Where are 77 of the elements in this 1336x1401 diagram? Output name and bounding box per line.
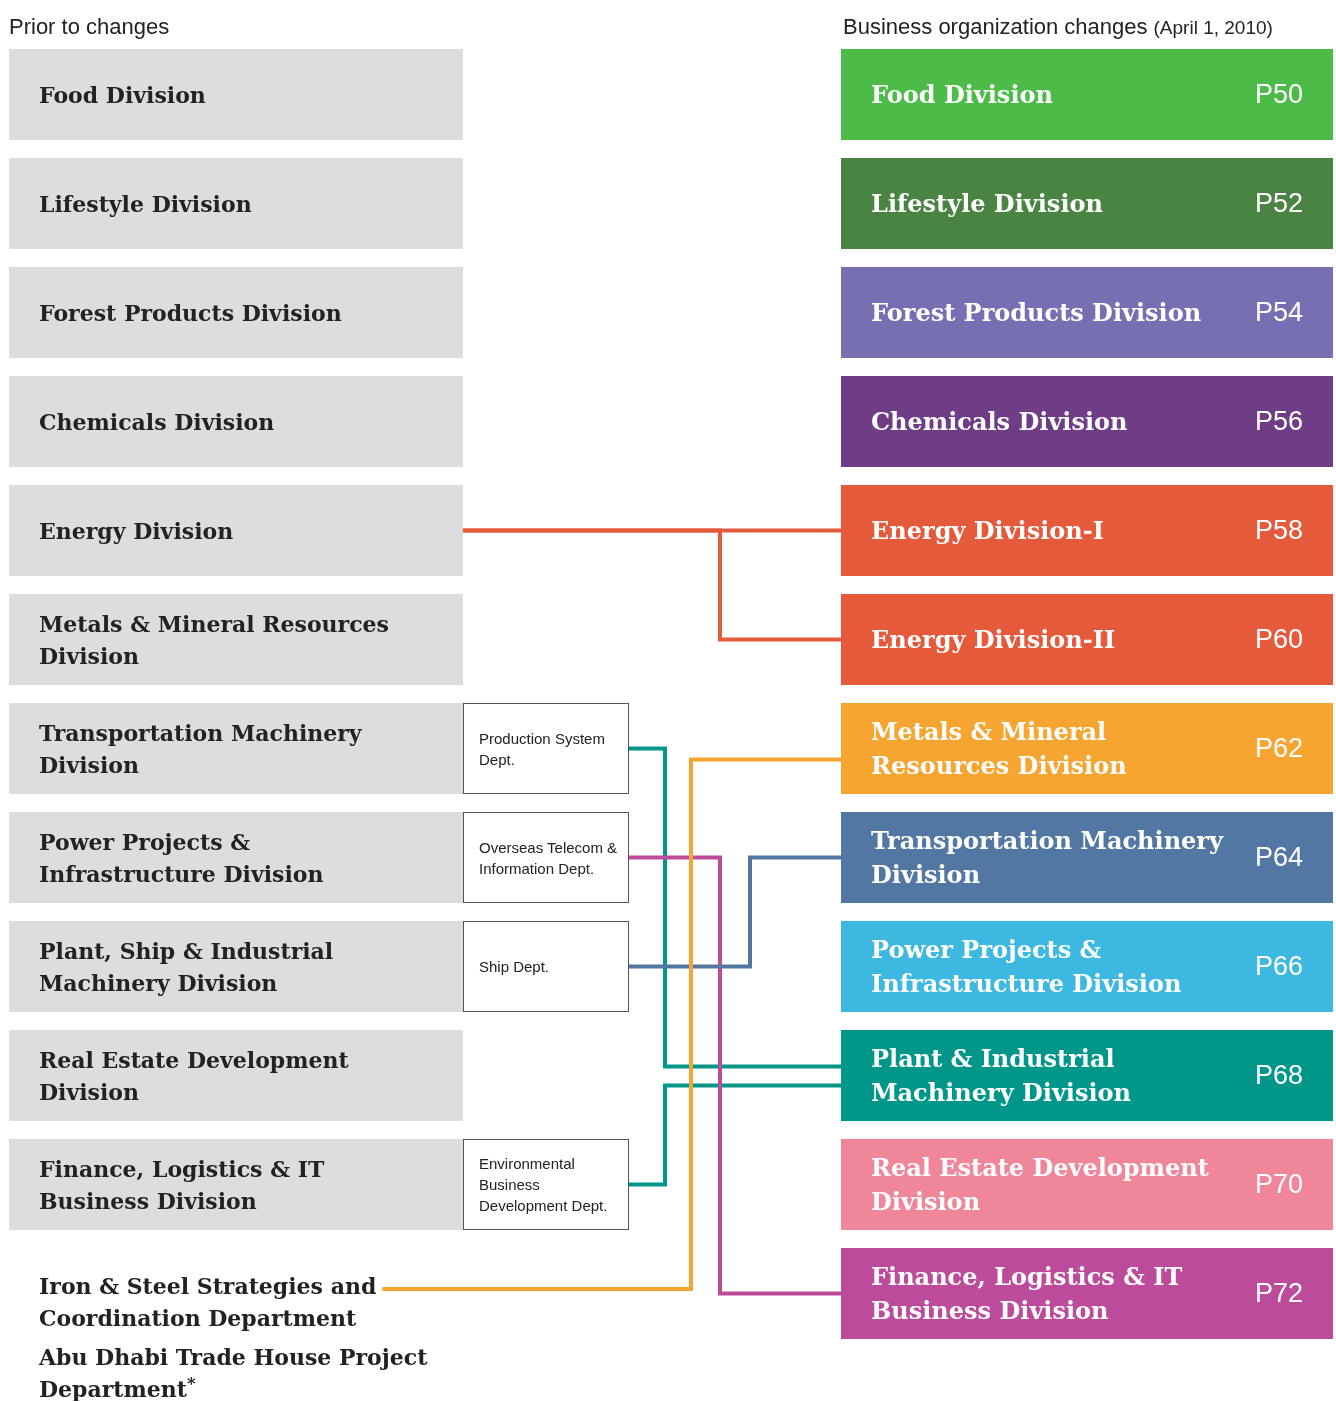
department-name: Production System Dept.: [479, 728, 606, 770]
connector-line: [382, 757, 841, 1291]
division-name: Lifestyle Division: [39, 189, 252, 219]
division-name: Energy Division-II: [871, 623, 1116, 656]
page-number: P52: [1254, 187, 1303, 221]
division-name: Power Projects & Infrastructure Division: [39, 827, 325, 889]
division-box: [9, 158, 463, 249]
division-box: [841, 267, 1333, 358]
division-name: Lifestyle Division: [871, 187, 1103, 220]
connector-line: [463, 528, 841, 642]
department-box: [463, 703, 629, 794]
division-name: Power Projects & Infrastructure Division: [871, 933, 1183, 1000]
department-name: Overseas Telecom & Information Dept.: [479, 837, 619, 879]
division-box: [9, 267, 463, 358]
page-number: P58: [1254, 514, 1303, 548]
division-box: [841, 594, 1333, 685]
division-name: Finance, Logistics & IT Business Division: [871, 1260, 1184, 1327]
division-name: Chemicals Division: [39, 407, 275, 437]
division-box: [9, 812, 463, 903]
division-name: Metals & Mineral Resources Division: [39, 609, 390, 671]
division-box: [841, 703, 1333, 794]
division-name: Food Division: [871, 78, 1053, 111]
division-box: [841, 49, 1333, 140]
division-name: Plant & Industrial Machinery Division: [871, 1042, 1133, 1109]
department-box: [463, 921, 629, 1012]
division-box: [9, 1139, 463, 1230]
division-name: Real Estate Development Division: [39, 1045, 350, 1107]
date-note: (April 1, 2010): [1153, 16, 1273, 40]
division-name: Forest Products Division: [871, 296, 1202, 329]
page-number: P64: [1254, 841, 1303, 875]
division-box: [9, 1030, 463, 1121]
division-name: Finance, Logistics & IT Business Division: [39, 1154, 326, 1216]
division-box: [841, 158, 1333, 249]
division-name: Plant, Ship & Industrial Machinery Division: [39, 936, 335, 998]
connector-line: [629, 855, 841, 1296]
division-box: [841, 376, 1333, 467]
page-number: P56: [1254, 405, 1303, 439]
division-name: Transportation Machinery Division: [871, 824, 1225, 891]
division-box: [9, 485, 463, 576]
division-name: Energy Division-I: [871, 514, 1104, 547]
division-box: [9, 376, 463, 467]
division-box: [841, 1248, 1333, 1339]
page-number: P68: [1254, 1059, 1303, 1093]
department-name: Iron & Steel Strategies and Coordination Department: [39, 1270, 409, 1334]
division-name: Forest Products Division: [39, 298, 342, 328]
division-box: [9, 594, 463, 685]
connector-line: [629, 855, 841, 969]
division-name: Transportation Machinery Division: [39, 718, 363, 780]
department-name: Ship Dept.: [479, 957, 550, 977]
division-box: [841, 1139, 1333, 1230]
division-box: [841, 1030, 1333, 1121]
department-box: [463, 812, 629, 903]
division-box: [841, 921, 1333, 1012]
page-number: P72: [1254, 1277, 1303, 1311]
division-name: Food Division: [39, 80, 206, 110]
division-box: [841, 812, 1333, 903]
connector-line: [629, 1083, 841, 1187]
department-name: Environmental Business Development Dept.: [479, 1154, 609, 1216]
connector-line: [629, 746, 841, 1069]
division-box: [841, 485, 1333, 576]
page-number: P50: [1254, 78, 1303, 112]
column-heading: Business organization changes: [843, 13, 1148, 41]
division-name: Metals & Mineral Resources Division: [871, 715, 1128, 782]
page-number: P70: [1254, 1168, 1303, 1202]
division-name: Chemicals Division: [871, 405, 1128, 438]
page-number: P62: [1254, 732, 1303, 766]
division-name: Energy Division: [39, 516, 234, 546]
division-box: [9, 921, 463, 1012]
department-name: Abu Dhabi Trade House Project Department$^{*}$: [39, 1343, 429, 1401]
page-number: P66: [1254, 950, 1303, 984]
division-name: Real Estate Development Division: [871, 1151, 1210, 1218]
page-number: P54: [1254, 296, 1303, 330]
page-number: P60: [1254, 623, 1303, 657]
division-box: [9, 49, 463, 140]
department-box: [463, 1139, 629, 1230]
division-box: [9, 703, 463, 794]
column-heading: Prior to changes: [9, 13, 170, 41]
